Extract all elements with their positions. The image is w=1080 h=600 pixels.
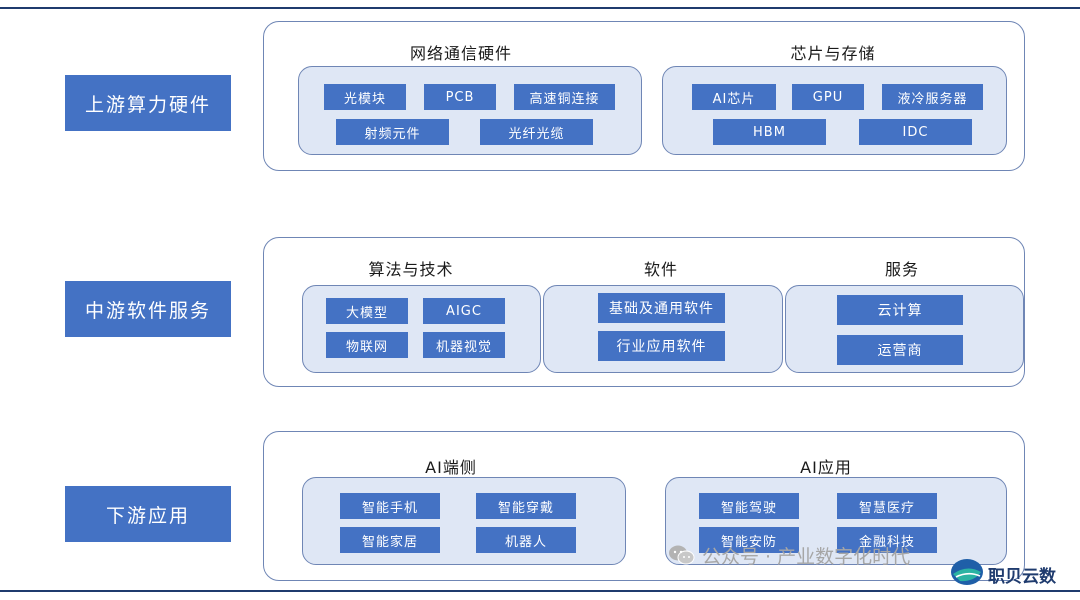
item-smart-security: 智能安防	[699, 527, 799, 553]
wechat-icon	[668, 544, 696, 566]
item-cloud-computing: 云计算	[837, 295, 963, 325]
item-optical-fiber: 光纤光缆	[480, 119, 593, 145]
item-machine-vision: 机器视觉	[423, 332, 505, 358]
group-title-chips: 芯片与存储	[790, 44, 876, 63]
item-robot: 机器人	[476, 527, 576, 553]
group-title-software: 软件	[643, 260, 678, 279]
tier-label-upstream: 上游算力硬件	[65, 75, 231, 131]
top-rule	[0, 7, 1080, 9]
item-industry-software: 行业应用软件	[598, 331, 725, 361]
item-wearables: 智能穿戴	[476, 493, 576, 519]
group-title-edge: AI端侧	[425, 458, 477, 477]
tier-label-downstream: 下游应用	[65, 486, 231, 542]
software-group: 基础及通用软件 行业应用软件	[543, 285, 783, 373]
watermark-text: 公众号 · 产业数字化时代	[702, 545, 911, 568]
brand-text: 职贝云数	[988, 566, 1056, 587]
item-iot: 物联网	[326, 332, 408, 358]
midstream-panel: 算法与技术 软件 服务 大模型 AIGC 物联网 机器视觉 基础及通用软件 行业…	[263, 237, 1025, 387]
services-group: 云计算 运营商	[785, 285, 1024, 373]
tier-label-midstream: 中游软件服务	[65, 281, 231, 337]
item-fintech: 金融科技	[837, 527, 937, 553]
item-smart-home: 智能家居	[340, 527, 440, 553]
item-general-software: 基础及通用软件	[598, 293, 725, 323]
group-title-algorithms: 算法与技术	[368, 260, 454, 279]
item-pcb: PCB	[424, 84, 496, 110]
item-aigc: AIGC	[423, 298, 505, 324]
item-hbm: HBM	[713, 119, 826, 145]
item-smart-healthcare: 智慧医疗	[837, 493, 937, 519]
item-large-model: 大模型	[326, 298, 408, 324]
group-title-applications: AI应用	[800, 458, 852, 477]
item-idc: IDC	[859, 119, 972, 145]
upstream-panel: 网络通信硬件 芯片与存储 光模块 PCB 高速铜连接 射频元件 光纤光缆 AI芯…	[263, 21, 1025, 171]
bottom-rule	[0, 590, 1080, 592]
network-group: 光模块 PCB 高速铜连接 射频元件 光纤光缆	[298, 66, 642, 155]
group-title-network: 网络通信硬件	[409, 44, 512, 63]
wechat-watermark: 公众号 · 产业数字化时代	[668, 540, 910, 570]
item-copper-link: 高速铜连接	[514, 84, 615, 110]
item-gpu: GPU	[792, 84, 864, 110]
item-telecom-operator: 运营商	[837, 335, 963, 365]
item-liquid-cooled-server: 液冷服务器	[882, 84, 983, 110]
downstream-panel: AI端侧 AI应用 智能手机 智能穿戴 智能家居 机器人 智能驾驶 智慧医疗 智…	[263, 431, 1025, 581]
item-ai-chip: AI芯片	[692, 84, 776, 110]
brand-logo: 职贝云数	[950, 558, 1056, 590]
group-title-services: 服务	[884, 260, 919, 279]
item-autonomous-driving: 智能驾驶	[699, 493, 799, 519]
algorithms-group: 大模型 AIGC 物联网 机器视觉	[302, 285, 541, 373]
chips-group: AI芯片 GPU 液冷服务器 HBM IDC	[662, 66, 1007, 155]
item-optical-module: 光模块	[324, 84, 406, 110]
item-smartphone: 智能手机	[340, 493, 440, 519]
applications-group: 智能驾驶 智慧医疗 智能安防 金融科技	[665, 477, 1007, 565]
brand-globe-icon	[950, 557, 984, 592]
edge-group: 智能手机 智能穿戴 智能家居 机器人	[302, 477, 626, 565]
item-rf-components: 射频元件	[336, 119, 449, 145]
